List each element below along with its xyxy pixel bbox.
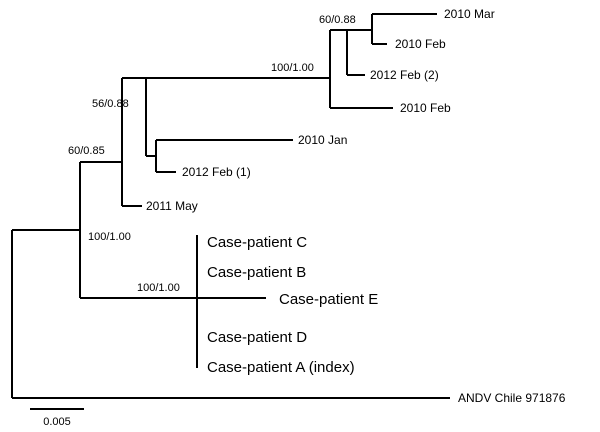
taxon-2010-mar: 2010 Mar: [444, 7, 495, 21]
support-100-100-upper: 100/1.00: [271, 62, 314, 74]
taxon-2010-jan: 2010 Jan: [298, 133, 347, 147]
support-100-100-case: 100/1.00: [137, 282, 180, 294]
taxon-case-patient-e: Case-patient E: [279, 291, 378, 308]
taxon-2011-may: 2011 May: [146, 199, 198, 213]
support-100-100-left: 100/1.00: [88, 231, 131, 243]
tree-branches: [11, 13, 450, 399]
taxon-andv-chile: ANDV Chile 971876: [458, 391, 566, 405]
support-labels: 60/0.88 100/1.00 56/0.88 60/0.85 100/1.0…: [68, 14, 356, 294]
taxon-case-patient-d: Case-patient D: [207, 329, 307, 346]
taxon-2012-feb-1: 2012 Feb (1): [182, 165, 251, 179]
taxon-2010-feb: 2010 Feb: [395, 37, 446, 51]
scale-bar-label: 0.005: [43, 416, 71, 428]
taxon-case-patient-c: Case-patient C: [207, 234, 307, 251]
support-60-088: 60/0.88: [319, 14, 356, 26]
taxon-case-patient-a: Case-patient A (index): [207, 359, 355, 376]
support-56-088: 56/0.88: [92, 98, 129, 110]
taxon-labels: 2010 Mar 2010 Feb 2012 Feb (2) 2010 Feb …: [146, 7, 566, 405]
support-60-085: 60/0.85: [68, 145, 105, 157]
taxon-case-patient-b: Case-patient B: [207, 264, 306, 281]
taxon-2012-feb-2: 2012 Feb (2): [370, 68, 439, 82]
scale-bar: 0.005: [30, 408, 84, 428]
taxon-2010-feb: 2010 Feb: [400, 101, 451, 115]
